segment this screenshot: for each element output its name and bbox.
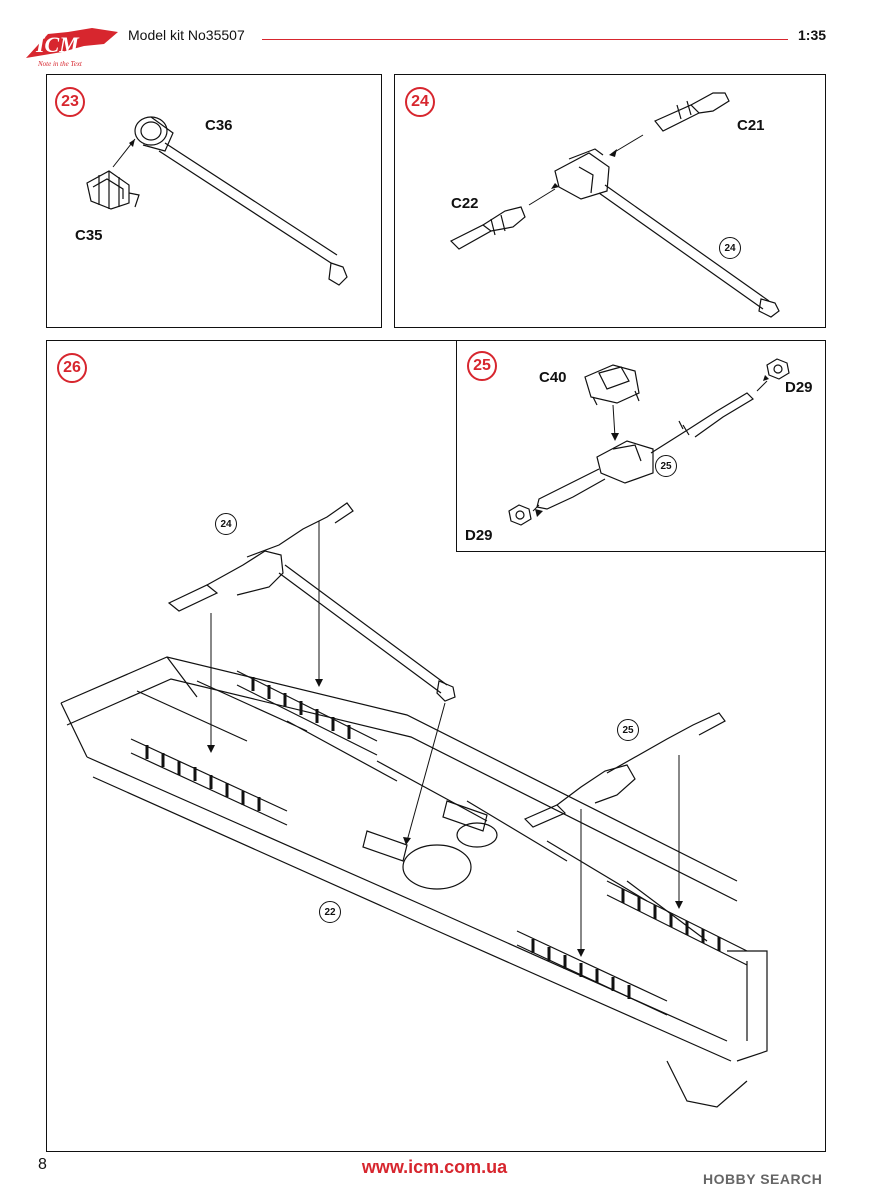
model-kit-label: Model kit No35507 <box>128 27 245 43</box>
part-label-c22: C22 <box>451 195 479 212</box>
part-label-d29-right: D29 <box>785 379 813 396</box>
subassembly-ref-24: 24 <box>719 237 741 259</box>
svg-text:Note in the Text: Note in the Text <box>37 60 83 68</box>
step-number-badge: 26 <box>57 353 87 383</box>
icm-logo: ICM Note in the Text <box>22 22 122 68</box>
icm-logo-graphic: ICM Note in the Text <box>26 28 118 68</box>
step-number-badge: 24 <box>405 87 435 117</box>
step-23-panel: 23 C36 C35 <box>46 74 382 328</box>
watermark-hobby-search: HOBBY SEARCH <box>703 1171 823 1187</box>
subassembly-ref-24: 24 <box>215 513 237 535</box>
subassembly-ref-25: 25 <box>617 719 639 741</box>
chassis-ref-22: 22 <box>319 901 341 923</box>
part-label-c21: C21 <box>737 117 765 134</box>
part-label-d29-left: D29 <box>465 527 493 544</box>
step-25-panel: 25 C40 D29 D29 25 <box>456 340 826 552</box>
footer-url: www.icm.com.ua <box>361 1157 508 1177</box>
step-number-badge: 23 <box>55 87 85 117</box>
page-number: 8 <box>38 1156 47 1173</box>
step-24-panel: 24 C21 C22 24 <box>394 74 826 328</box>
subassembly-ref-25: 25 <box>655 455 677 477</box>
step-24-drawing <box>449 92 780 318</box>
part-label-c36: C36 <box>205 117 233 134</box>
svg-text:ICM: ICM <box>35 32 80 57</box>
step-23-drawing <box>86 116 348 286</box>
step-25-drawing <box>508 358 790 526</box>
header-rule <box>262 39 788 40</box>
part-label-c35: C35 <box>75 227 103 244</box>
scale-label: 1:35 <box>798 27 827 43</box>
step-26-drawing <box>60 502 768 1108</box>
step-number-badge: 25 <box>467 351 497 381</box>
part-label-c40: C40 <box>539 369 567 386</box>
